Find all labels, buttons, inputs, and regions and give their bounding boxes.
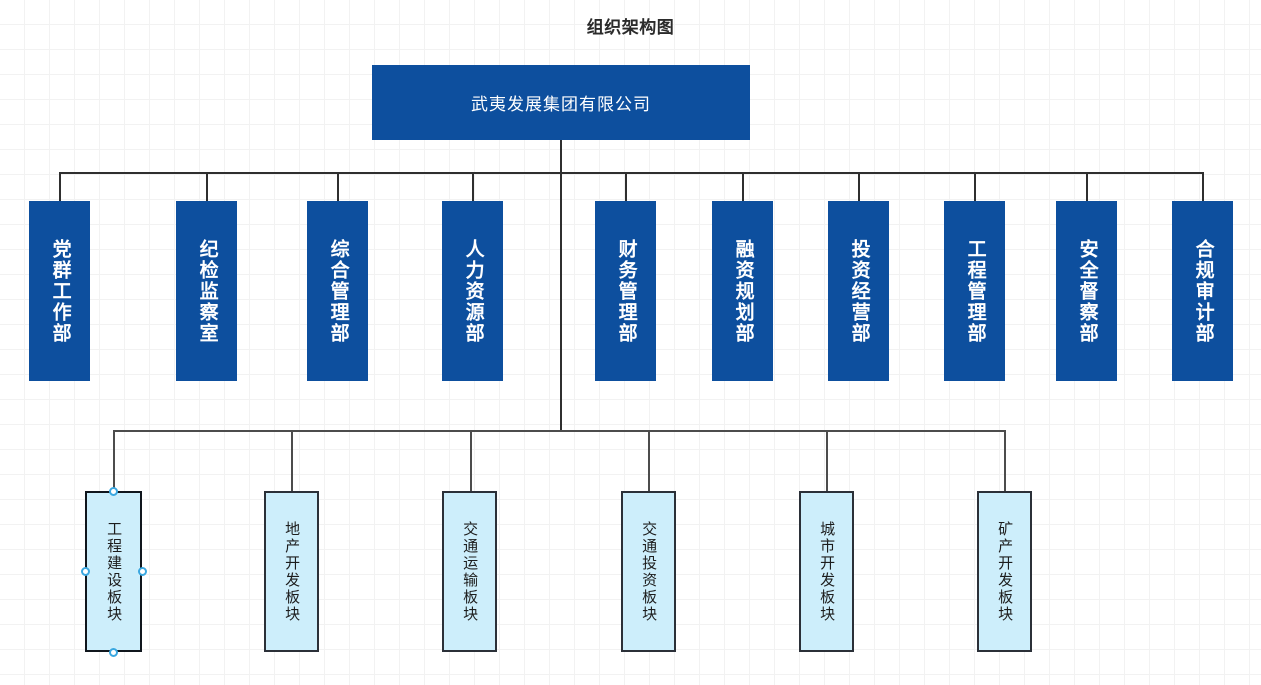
node-sector-1-label: 工程建设板块 xyxy=(105,520,123,623)
node-sector-6[interactable]: 矿产开发板块 xyxy=(977,491,1032,652)
connector-drop-sector-3 xyxy=(470,430,472,491)
connector-drop-dept-5 xyxy=(625,172,627,201)
node-sector-3[interactable]: 交通运输板块 xyxy=(442,491,497,652)
connector-drop-dept-3 xyxy=(337,172,339,201)
node-department-8[interactable]: 工程管理部 xyxy=(944,201,1005,381)
node-department-3[interactable]: 综合管理部 xyxy=(307,201,368,381)
connector-drop-dept-9 xyxy=(1086,172,1088,201)
connector-root-spine-lower xyxy=(560,174,562,431)
connector-sector-bus xyxy=(113,430,1005,432)
node-department-7-label: 投资经营部 xyxy=(848,238,870,344)
node-sector-2[interactable]: 地产开发板块 xyxy=(264,491,319,652)
connector-drop-dept-4 xyxy=(472,172,474,201)
node-department-9-label: 安全督察部 xyxy=(1076,238,1098,344)
node-sector-2-label: 地产开发板块 xyxy=(283,520,301,623)
node-sector-5[interactable]: 城市开发板块 xyxy=(799,491,854,652)
connector-drop-dept-1 xyxy=(59,172,61,201)
node-sector-1[interactable]: 工程建设板块 xyxy=(85,491,142,652)
connector-drop-dept-10 xyxy=(1202,172,1204,201)
node-department-7[interactable]: 投资经营部 xyxy=(828,201,889,381)
node-root-label: 武夷发展集团有限公司 xyxy=(471,95,651,114)
connector-drop-sector-6 xyxy=(1004,430,1006,491)
node-department-8-label: 工程管理部 xyxy=(964,238,986,344)
node-department-4[interactable]: 人力资源部 xyxy=(442,201,503,381)
node-department-9[interactable]: 安全督察部 xyxy=(1056,201,1117,381)
node-department-10[interactable]: 合规审计部 xyxy=(1172,201,1233,381)
page-title: 组织架构图 xyxy=(586,18,675,37)
node-department-5[interactable]: 财务管理部 xyxy=(595,201,656,381)
connector-drop-dept-8 xyxy=(974,172,976,201)
connector-drop-dept-6 xyxy=(742,172,744,201)
selection-handle-right[interactable] xyxy=(138,567,147,576)
node-department-6-label: 融资规划部 xyxy=(732,238,754,344)
connector-drop-dept-7 xyxy=(858,172,860,201)
selection-handle-bottom[interactable] xyxy=(109,648,118,657)
node-sector-4[interactable]: 交通投资板块 xyxy=(621,491,676,652)
node-sector-5-label: 城市开发板块 xyxy=(818,520,836,623)
node-sector-4-label: 交通投资板块 xyxy=(640,520,658,623)
node-department-1-label: 党群工作部 xyxy=(49,238,71,344)
node-department-4-label: 人力资源部 xyxy=(462,238,484,344)
node-root[interactable]: 武夷发展集团有限公司 xyxy=(372,65,750,140)
node-department-2[interactable]: 纪检监察室 xyxy=(176,201,237,381)
connector-drop-dept-2 xyxy=(206,172,208,201)
selection-handle-top[interactable] xyxy=(109,487,118,496)
node-department-6[interactable]: 融资规划部 xyxy=(712,201,773,381)
connector-department-bus xyxy=(59,172,1204,174)
connector-drop-sector-2 xyxy=(291,430,293,491)
node-department-1[interactable]: 党群工作部 xyxy=(29,201,90,381)
node-sector-6-label: 矿产开发板块 xyxy=(996,520,1014,623)
node-department-10-label: 合规审计部 xyxy=(1192,238,1214,344)
connector-drop-sector-1 xyxy=(113,430,115,491)
connector-drop-sector-4 xyxy=(648,430,650,491)
selection-handle-left[interactable] xyxy=(81,567,90,576)
node-department-5-label: 财务管理部 xyxy=(615,238,637,344)
node-department-2-label: 纪检监察室 xyxy=(196,238,218,344)
connector-root-stem xyxy=(560,140,562,172)
connector-drop-sector-5 xyxy=(826,430,828,491)
node-department-3-label: 综合管理部 xyxy=(327,238,349,344)
node-sector-3-label: 交通运输板块 xyxy=(461,520,479,623)
